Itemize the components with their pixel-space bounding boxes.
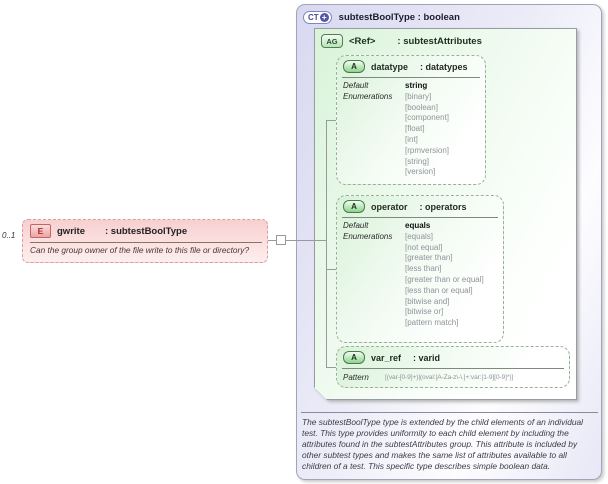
enum-value: [float] [405, 124, 425, 134]
attribute-type: : varid [413, 352, 441, 363]
element-box-gwrite[interactable]: E gwrite : subtestBoolType Can the group… [22, 219, 268, 263]
complex-type-title: subtestBoolType : boolean [338, 12, 460, 23]
facet-label-enumerations: Enumerations [343, 91, 393, 101]
facet-label-default: Default [343, 221, 369, 230]
enum-value: [boolean] [405, 102, 438, 112]
attribute-box-operator[interactable]: A operator : operators Default equals En… [336, 195, 504, 343]
complex-type-description: The subtestBoolType type is extended by … [302, 417, 584, 471]
plus-icon: + [319, 13, 329, 22]
element-annotation: Can the group owner of the file write to… [30, 245, 250, 255]
enum-value: [component] [405, 113, 450, 123]
default-value: equals [405, 221, 431, 230]
attribute-group-name: <Ref> [349, 35, 376, 47]
element-icon: E [30, 224, 51, 238]
element-type: : subtestBoolType [104, 225, 188, 237]
attribute-header: A var_ref : varid [337, 347, 569, 367]
enum-value: [less than] [405, 264, 442, 274]
facet-table: Pattern [(var-[0-9]+)|(oval:[A-Za-z\-\.]… [337, 369, 569, 384]
attribute-icon: A [343, 200, 365, 213]
attribute-group-header: AG <Ref> : subtestAttributes [315, 29, 576, 51]
element-header: E gwrite : subtestBoolType [23, 220, 267, 241]
attribute-group-icon: AG [321, 34, 343, 48]
connector-line [327, 269, 336, 270]
enum-value: [not equal] [405, 242, 443, 252]
enum-value: [rpmversion] [405, 145, 450, 155]
expand-toggle[interactable] [276, 235, 286, 245]
cardinality-label: 0..1 [2, 231, 16, 240]
facet-label-enumerations: Enumerations [343, 231, 393, 241]
enum-value: [int] [405, 134, 418, 144]
divider [342, 77, 480, 78]
attribute-box-var-ref[interactable]: A var_ref : varid Pattern [(var-[0-9]+)|… [336, 346, 570, 388]
connector-line [326, 120, 327, 368]
facet-table: Default string Enumerations [binary] [bo… [337, 78, 485, 178]
enum-value: [string] [405, 156, 430, 166]
default-value: string [405, 81, 428, 90]
enum-value: [pattern match] [405, 318, 459, 328]
facet-label-pattern: Pattern [343, 373, 369, 382]
divider [30, 242, 262, 243]
attribute-group-type: : subtestAttributes [397, 35, 482, 47]
attribute-name: operator [371, 201, 408, 212]
enum-value: [binary] [405, 91, 432, 101]
enum-value: [equals] [405, 231, 434, 241]
enum-value: [greater than] [405, 253, 453, 263]
connector-line [327, 120, 336, 121]
attribute-header: A datatype : datatypes [337, 56, 485, 76]
pattern-value: [(var-[0-9]+)|(oval:[A-Za-z\-\.]+:var:[1… [385, 374, 514, 381]
connector-line [327, 367, 336, 368]
enum-value: [bitwise or] [405, 307, 444, 317]
attribute-box-datatype[interactable]: A datatype : datatypes Default string En… [336, 55, 486, 185]
attribute-icon: A [343, 60, 365, 73]
divider [342, 217, 498, 218]
complex-type-icon: CT + [303, 11, 332, 24]
element-name: gwrite [57, 225, 85, 237]
attribute-header: A operator : operators [337, 196, 503, 216]
connector-line [286, 240, 327, 241]
divider [301, 412, 598, 413]
attribute-name: var_ref [371, 352, 402, 363]
enum-value: [greater than or equal] [405, 274, 484, 284]
complex-type-header: CT + subtestBoolType : boolean [297, 5, 601, 28]
enum-value: [bitwise and] [405, 296, 450, 306]
attribute-icon: A [343, 351, 365, 364]
attribute-name: datatype [371, 61, 409, 72]
attribute-type: : operators [419, 201, 467, 212]
connector-line [268, 240, 276, 241]
enum-value: [version] [405, 167, 436, 177]
facet-label-default: Default [343, 81, 369, 90]
enum-value: [less than or equal] [405, 285, 473, 295]
divider [342, 368, 564, 369]
facet-table: Default equals Enumerations [equals] [no… [337, 218, 503, 329]
attribute-type: : datatypes [420, 61, 468, 72]
